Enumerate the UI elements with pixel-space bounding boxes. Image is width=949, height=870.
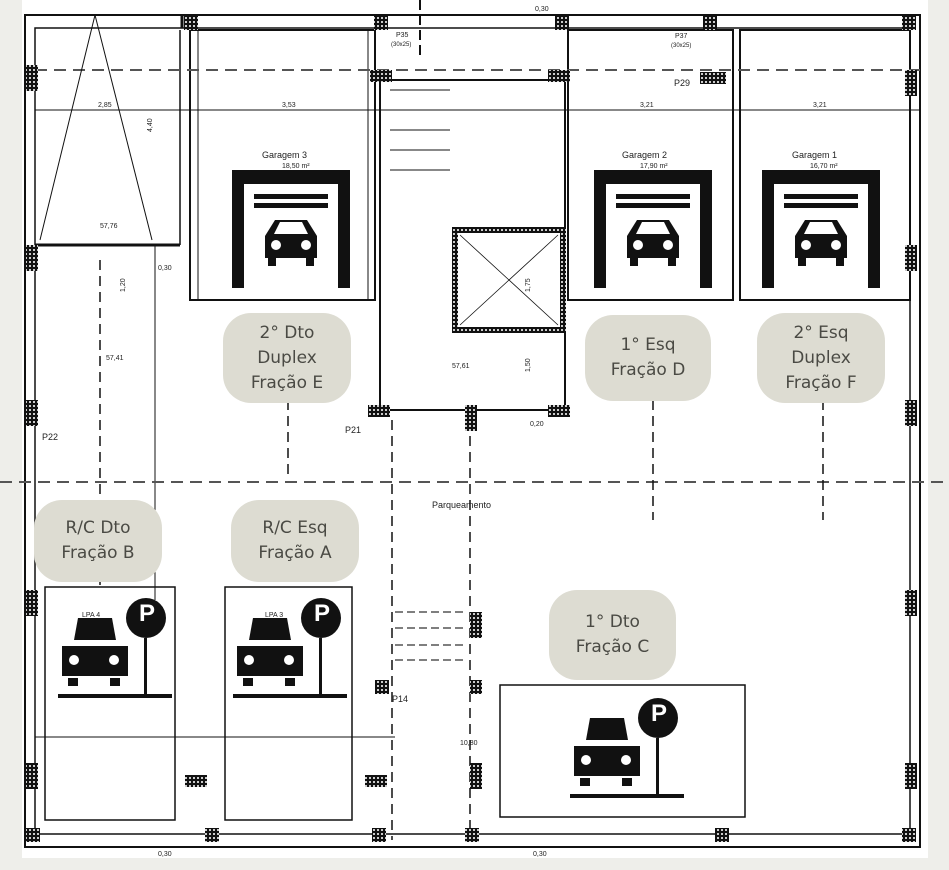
unit-fraction: Fração B [61,543,135,563]
pillar-size: (30x25) [671,43,691,49]
dimension: 3,53 [282,102,296,109]
dimension: 1,20 [120,278,127,292]
dimension: 0,30 [535,6,549,13]
dimension: 3,21 [640,102,654,109]
parking-sign: P [651,700,667,727]
unit-floor: 1° Esq [620,335,676,355]
dimension: 4,40 [147,118,154,132]
unit-label-fracao-b: R/C Dto Fração B [34,500,162,582]
unit-type: Duplex [791,347,851,368]
garage-2-label: Garagem 2 [622,150,667,160]
garage-3-label: Garagem 3 [262,150,307,160]
garage-3-area: 18,50 m² [282,163,310,170]
unit-floor: 1° Dto [585,612,640,632]
plan-annotations: Garagem 3 18,50 m² Garagem 2 17,90 m² Ga… [42,6,838,858]
parking-sign: P [139,600,155,627]
unit-floor: 2° Esq [793,322,849,343]
unit-label-fracao-a: R/C Esq Fração A [231,500,359,582]
unit-fraction: Fração C [575,637,650,657]
unit-floor: R/C Esq [262,518,328,538]
unit-label-fracao-f: 2° Esq Duplex Fração F [757,313,885,403]
dimension: 2,85 [98,102,112,109]
dimension: 10,80 [460,740,478,747]
dimension: 0,30 [533,851,547,858]
pillar-label: P35 [396,32,409,39]
garage-1-label: Garagem 1 [792,150,837,160]
dimension: 0,30 [158,265,172,272]
unit-label-fracao-e: 2° Dto Duplex Fração E [223,313,351,403]
dimension: 1,50 [525,358,532,372]
parking-area-label: Parqueamento [432,500,491,510]
columns [26,16,917,842]
dimension: 0,30 [158,851,172,858]
pillar-label: P14 [392,694,408,704]
garage-2-area: 17,90 m² [640,163,668,170]
level-mark: 57,61 [452,363,470,370]
garage-1-area: 16,70 m² [810,163,838,170]
pillar-label: P22 [42,432,58,442]
lpa-label: LPA 3 [265,612,283,619]
unit-fraction: Fração A [258,543,332,563]
level-mark: 57,76 [100,223,118,230]
unit-label-fracao-c: 1° Dto Fração C [549,590,676,680]
unit-fraction: Fração F [785,372,857,393]
level-mark: 57,41 [106,355,124,362]
unit-floor: R/C Dto [65,518,131,538]
pillar-label: P21 [345,425,361,435]
lpa-label: LPA 4 [82,612,100,619]
dimension: 1,75 [525,278,532,292]
unit-fraction: Fração E [250,372,324,393]
pillar-size: (30x25) [391,42,411,48]
unit-type: Duplex [257,347,317,368]
unit-floor: 2° Dto [259,322,315,343]
unit-label-fracao-d: 1° Esq Fração D [585,315,711,401]
dimension: 0,20 [530,421,544,428]
dimension: 3,21 [813,102,827,109]
unit-fraction: Fração D [610,360,686,380]
pillar-label: P37 [675,33,688,40]
pillar-label: P29 [674,78,690,88]
parking-sign: P [314,600,330,627]
